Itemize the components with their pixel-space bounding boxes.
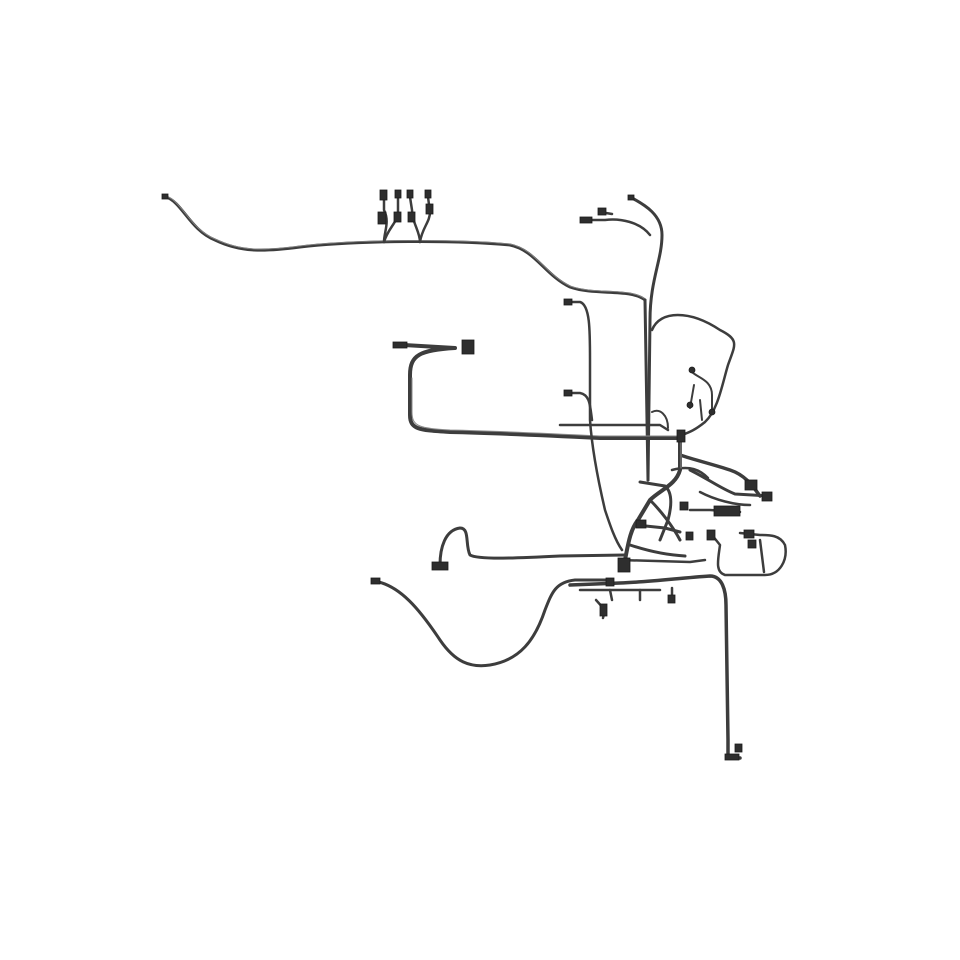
connector-icon	[425, 203, 434, 215]
branch-lower-bus	[568, 574, 742, 760]
connector-icon	[406, 189, 414, 199]
connector-icon	[161, 193, 169, 200]
connector-icon	[667, 594, 676, 604]
connector-icon	[377, 211, 387, 225]
connector-icon	[563, 298, 573, 306]
connector-icon	[424, 189, 432, 199]
connector-icon	[605, 577, 615, 587]
connector-icon	[743, 529, 755, 539]
connector-icon	[761, 491, 773, 502]
connector-icon	[708, 408, 716, 416]
connector-icon	[599, 603, 608, 617]
connector-icon	[407, 211, 416, 223]
connector-icon	[685, 531, 694, 541]
connector-icon	[379, 189, 388, 201]
branch-top-left	[164, 195, 647, 302]
connector-icon	[686, 401, 694, 409]
connector-icon	[431, 561, 449, 571]
connector-icon	[706, 529, 716, 541]
connector-icon	[747, 539, 757, 549]
branch-right-loop	[650, 313, 736, 437]
connector-icon	[635, 519, 647, 529]
branch-left-hook	[402, 343, 682, 440]
branch-lower-left	[372, 578, 612, 668]
connector-icon	[688, 366, 696, 374]
connector-icon	[394, 189, 402, 199]
branch-right-lower-loop	[710, 531, 787, 577]
connector-icon	[744, 479, 758, 491]
connector-icon	[627, 194, 635, 201]
junction-icon	[676, 429, 686, 443]
connector-icon	[734, 743, 743, 753]
connector-icon	[563, 389, 573, 397]
connector-icon	[461, 339, 475, 355]
connector-icon	[392, 341, 408, 349]
connector-icon	[393, 211, 402, 223]
branch-mid-drops	[558, 300, 670, 552]
connector-icon	[579, 216, 593, 224]
connector-icon	[597, 207, 607, 216]
connector-icon	[679, 501, 689, 511]
connector-icon	[724, 753, 740, 761]
connector-icon	[370, 577, 381, 585]
junction-icon	[617, 557, 631, 573]
branch-left-j	[438, 526, 627, 567]
connector-icon	[713, 505, 741, 517]
central-hub	[618, 436, 772, 564]
